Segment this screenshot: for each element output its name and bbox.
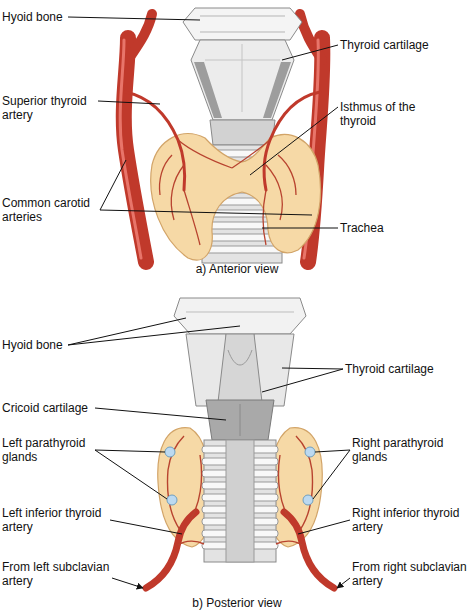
part-label: Left inferior thyroid artery [2, 506, 118, 534]
leader-line [282, 45, 338, 60]
hyoid-bone [174, 298, 306, 334]
carotid-branch [128, 14, 152, 60]
parathyroid-gland [303, 495, 313, 505]
artery-highlight [120, 40, 141, 258]
thyroid-vessel [160, 140, 233, 245]
anterior-view [68, 8, 338, 263]
leader-line [110, 520, 182, 534]
cricoid-cartilage [210, 120, 275, 145]
arrow-line [337, 578, 350, 588]
part-label: From right subclavian artery [352, 560, 472, 588]
leader-line [95, 450, 167, 499]
bone-detail [186, 312, 294, 313]
parathyroid-gland [305, 447, 315, 457]
tracheal-ring [200, 246, 284, 253]
part-label: Common carotid arteries [2, 196, 100, 224]
thyroid-gland [151, 134, 321, 260]
cartilage-shadow [194, 62, 291, 118]
parathyroid-gland [165, 447, 175, 457]
membranous-wall [226, 440, 254, 562]
inferior-thyroid-artery [284, 512, 334, 588]
arrow-line [112, 578, 143, 588]
leader-line [262, 228, 338, 229]
leader-line [282, 368, 343, 369]
leader-line [68, 17, 200, 20]
part-label: Trachea [340, 221, 470, 235]
thyroid-cartilage [191, 40, 294, 120]
part-label: Thyroid cartilage [340, 38, 470, 52]
part-label: Hyoid bone [2, 10, 102, 24]
larynx-detail [228, 350, 252, 365]
leader-line [250, 107, 338, 175]
leader-line [68, 318, 186, 345]
view-caption: b) Posterior view [137, 596, 337, 610]
part-label: Right inferior thyroid artery [352, 506, 472, 534]
hyoid-bone [183, 8, 302, 40]
parathyroid-gland [167, 495, 177, 505]
leader-line [95, 450, 165, 452]
leader-line [68, 326, 240, 345]
leader-lines [68, 17, 338, 228]
part-label: Superior thyroid artery [2, 94, 100, 122]
leader-line [95, 408, 226, 420]
part-label: Cricoid cartilage [2, 401, 112, 415]
superior-thyroid-artery [125, 92, 185, 190]
leader-line [313, 450, 350, 499]
leader-line [262, 369, 343, 392]
leader-line [100, 160, 126, 210]
leader-line [298, 520, 350, 534]
leader-line [100, 210, 312, 215]
larynx [218, 334, 262, 402]
bone-detail [200, 16, 285, 32]
leader-line [98, 101, 160, 104]
part-label: Hyoid bone [2, 338, 102, 352]
part-label: From left subclavian artery [2, 560, 118, 588]
part-label: Isthmus of the thyroid [340, 100, 440, 128]
leader-line [315, 450, 350, 452]
thyroid-vessel [232, 140, 296, 245]
posterior-view [68, 298, 350, 588]
inferior-thyroid-artery [146, 512, 196, 588]
view-caption: a) Anterior view [137, 262, 337, 276]
part-label: Right parathyroid glands [352, 436, 462, 464]
part-label: Thyroid cartilage [345, 362, 470, 376]
cricoid-cartilage [206, 400, 274, 440]
cricoid-detail [240, 404, 241, 436]
part-label: Left parathyroid glands [2, 436, 98, 464]
leader-lines [68, 318, 350, 588]
